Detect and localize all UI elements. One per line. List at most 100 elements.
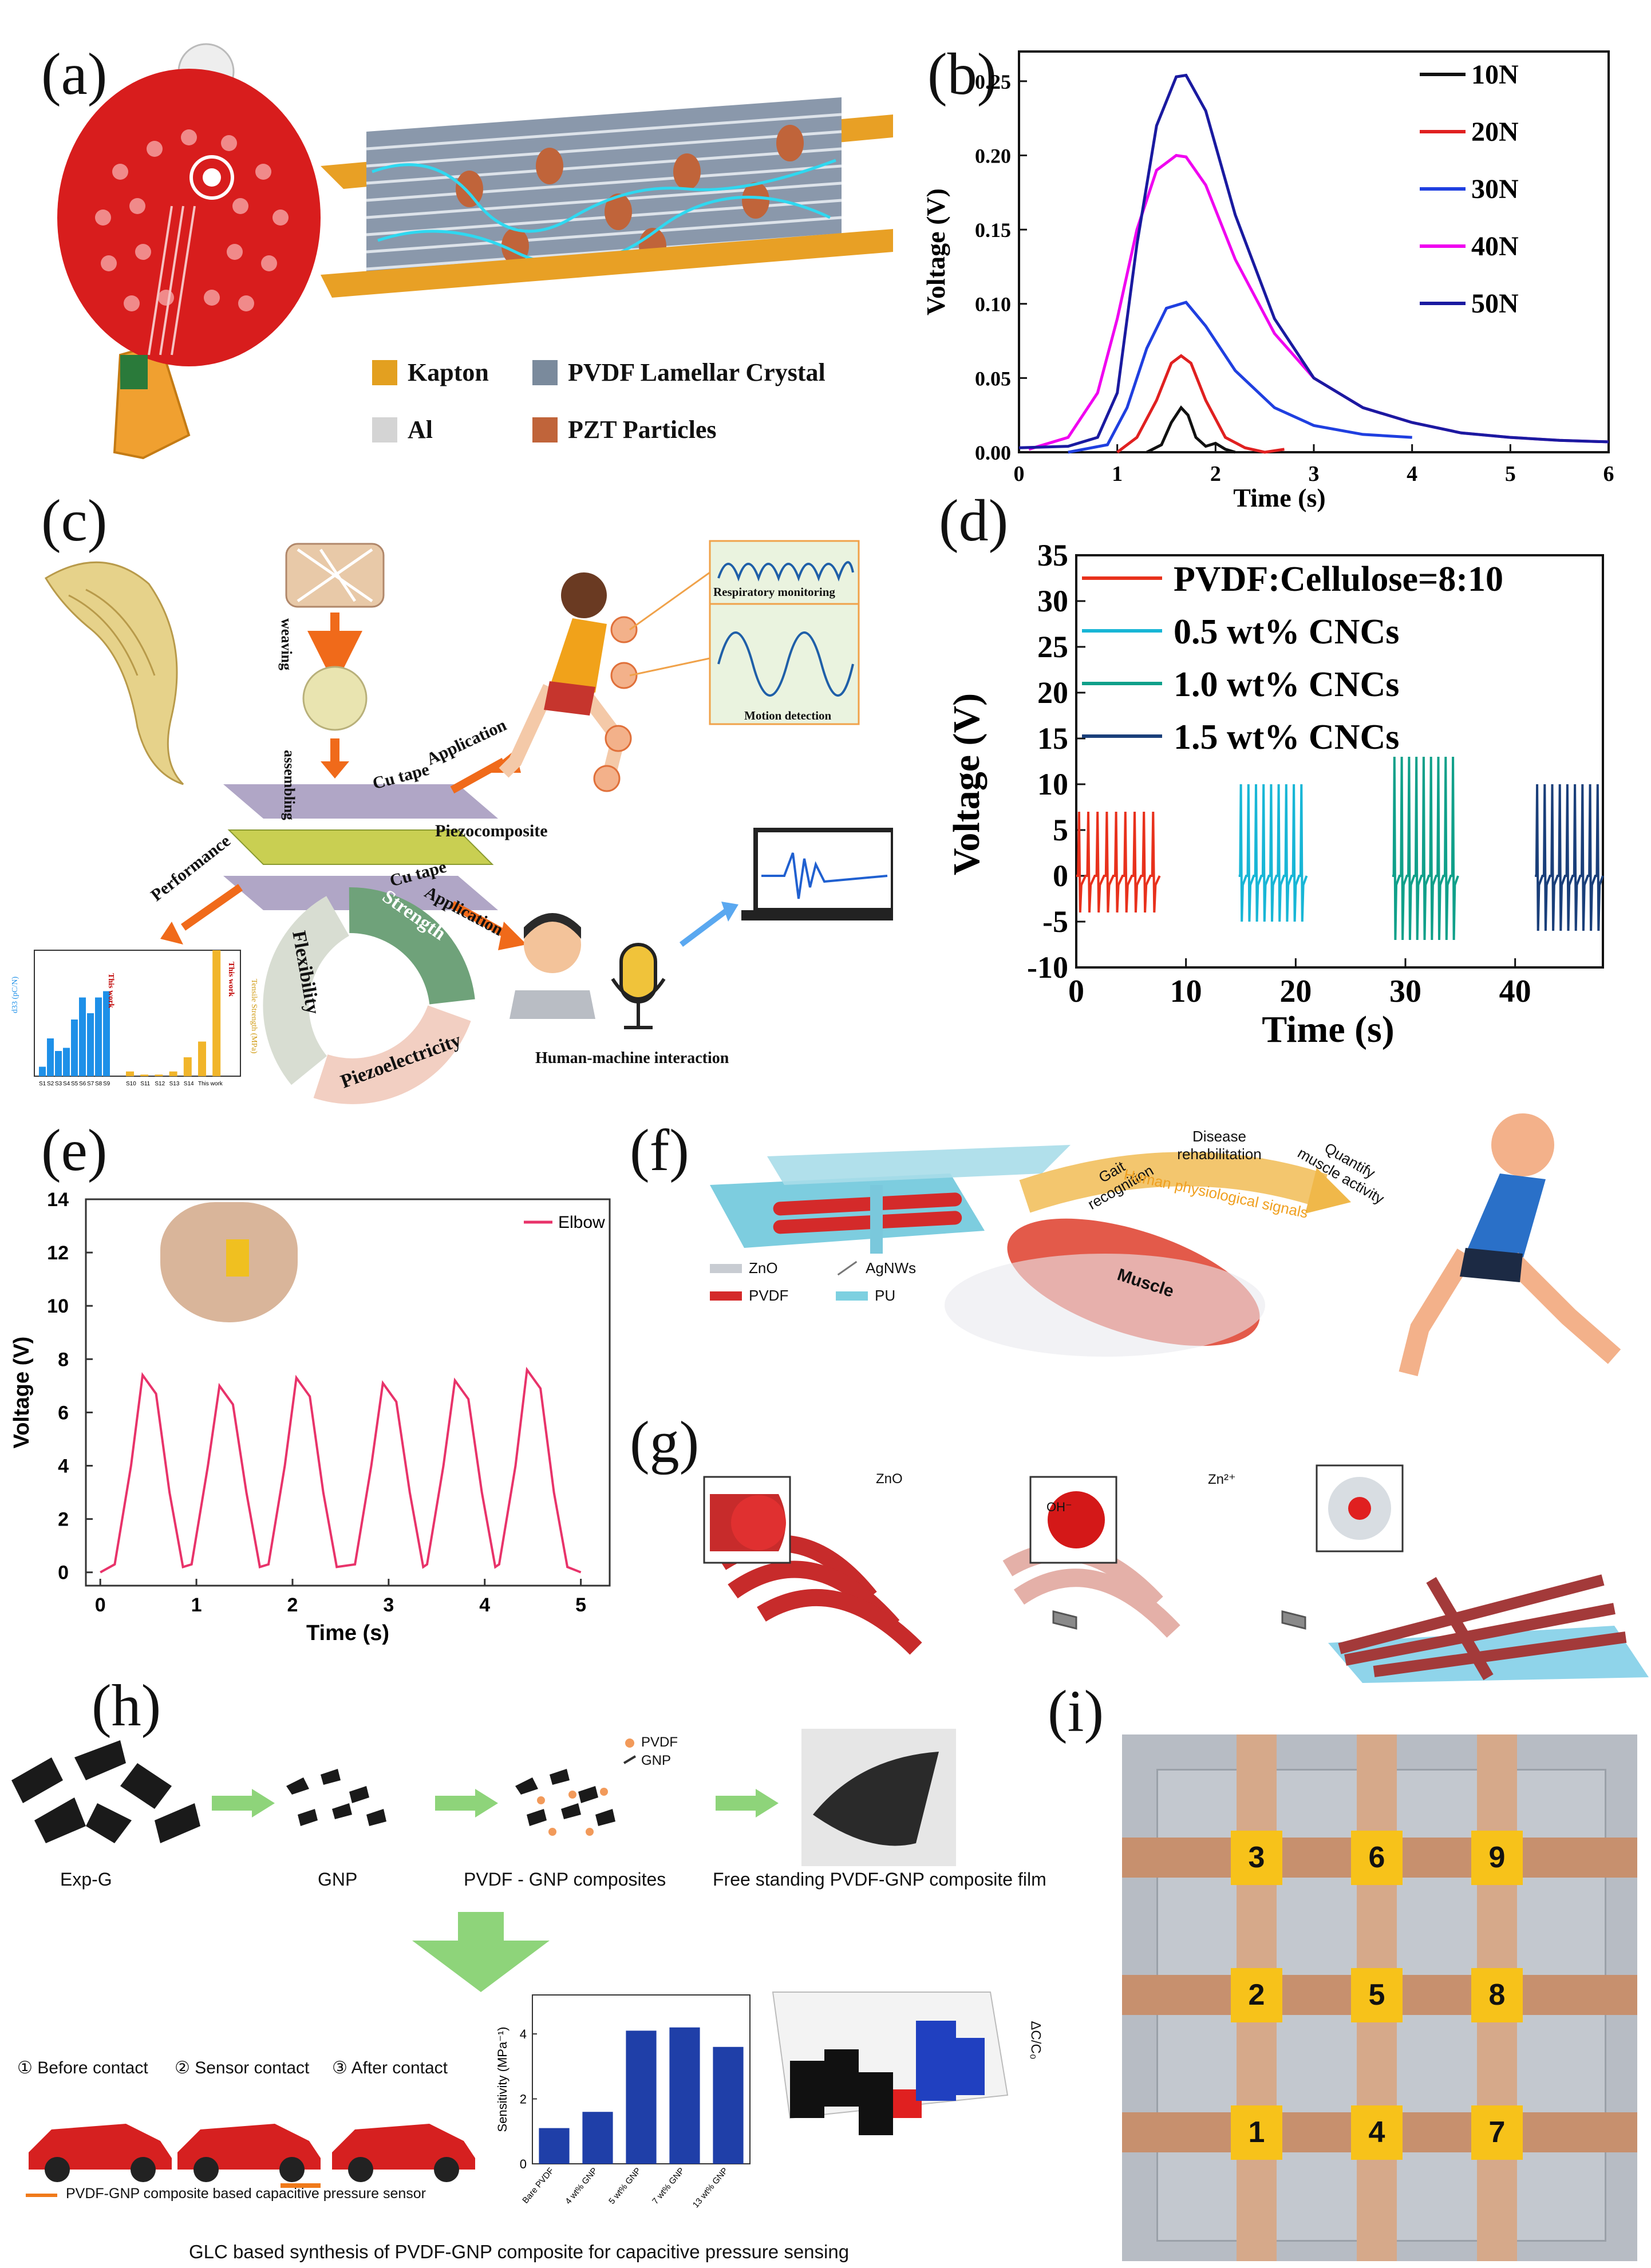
gnp-flakes <box>286 1769 386 1826</box>
exp-g-flakes <box>11 1740 200 1843</box>
car-after <box>332 2124 475 2182</box>
mini-plot-frame <box>34 950 241 1077</box>
category-label: S14 <box>184 1081 194 1087</box>
x-tick-label: 3 <box>383 1594 394 1616</box>
label-respiratory: Respiratory monitoring <box>713 585 835 599</box>
pvdf-lamellar-stack <box>366 97 842 286</box>
car-step-2: ② Sensor contact <box>175 2058 310 2077</box>
legend-item-pvdf-lamellar: PVDF Lamellar Crystal <box>532 358 826 387</box>
y-tick-label: 2 <box>520 2092 527 2107</box>
twisted-yarn <box>44 561 184 785</box>
category-label: S1 <box>39 1081 46 1087</box>
label-hmi: Human-machine interaction <box>535 1049 729 1067</box>
category-label: 13 wt% GNP <box>691 2166 730 2210</box>
x-tick-label: 4 <box>1407 462 1417 486</box>
panel-label-b: (b) <box>927 41 997 107</box>
cu-tape-top <box>223 784 498 819</box>
y-tick-label: 0.05 <box>975 367 1011 390</box>
label-assembling: assembling <box>281 750 298 820</box>
elbow-photo <box>160 1202 298 1322</box>
y-axis-label: Voltage (V) <box>10 1337 34 1449</box>
category-label: S4 <box>63 1081 70 1087</box>
ping-pong-paddle-illustration <box>57 43 893 460</box>
series-line-3 <box>1535 784 1604 931</box>
x-axis-label: Time (s) <box>1233 483 1325 512</box>
panel-f-legend: ZnO AgNWs PVDF PU <box>710 1259 950 1317</box>
category-label: S3 <box>55 1081 62 1087</box>
category-label: S5 <box>71 1081 78 1087</box>
panel-label-c: (c) <box>41 488 108 554</box>
y-axis-label: Sensitivity (MPa⁻¹) <box>495 2027 509 2132</box>
category-label: S7 <box>87 1081 94 1087</box>
panel-g: (g) ZnO Zn²⁺ OH⁻ <box>630 1408 1651 1683</box>
legend-label: 20N <box>1471 117 1519 147</box>
label-oh: OH⁻ <box>1046 1500 1072 1514</box>
series-line-20N <box>1116 354 1285 454</box>
sensitivity-bar <box>582 2112 613 2164</box>
x-tick-label: 5 <box>575 1594 586 1616</box>
panel-label-g: (g) <box>630 1409 700 1475</box>
plot-frame <box>1018 50 1610 453</box>
category-label: S2 <box>47 1081 54 1087</box>
y-tick-label: -5 <box>1042 904 1068 939</box>
zno-seeded-fibers-step2 <box>1002 1476 1180 1638</box>
legend-label: PVDF <box>749 1287 789 1304</box>
y-tick-label: 0.10 <box>975 293 1011 316</box>
x-tick-label: 10 <box>1170 974 1202 1009</box>
sensitivity-bar <box>713 2046 744 2164</box>
bar-d33 <box>39 1066 46 1076</box>
this-work-label: This work <box>227 962 235 997</box>
y-tick-label: 0 <box>58 1562 69 1584</box>
panel-g-illustration <box>703 1464 1649 1683</box>
y-tick-label: 12 <box>47 1242 69 1264</box>
legend-swatch <box>710 1263 742 1273</box>
respiratory-box <box>709 540 860 605</box>
x-tick-label: 5 <box>1505 462 1516 486</box>
this-work-label: This work <box>106 973 115 1008</box>
y-tick-label: -10 <box>1027 950 1068 985</box>
sensor-note: PVDF-GNP composite based capacitive pres… <box>66 2186 426 2202</box>
x-tick-label: 0 <box>1014 462 1025 486</box>
sensor-array-photo: 3 6 9 2 5 8 1 4 7 <box>1122 1734 1637 2261</box>
laptop-screen <box>753 828 893 912</box>
series-line-30N <box>1068 301 1412 454</box>
legend-label: 10N <box>1471 60 1519 90</box>
runner-f <box>1399 1113 1621 1377</box>
runner-figure <box>499 572 638 792</box>
category-label: S13 <box>169 1081 180 1087</box>
y-tick-label: 30 <box>1037 584 1068 618</box>
bar-tensile <box>155 1074 163 1076</box>
bar-d33 <box>71 1020 78 1076</box>
legend-label: 30N <box>1471 174 1519 204</box>
property-cycle <box>263 887 475 1104</box>
y-tick-label: 0.20 <box>975 144 1011 167</box>
category-label: S11 <box>140 1081 150 1087</box>
plot-frame <box>85 1198 611 1587</box>
panel-f: (f) ZnO AgNWs PVDF PU Gait recognition D… <box>630 1111 1651 1408</box>
legend-pvdf: PVDF <box>641 1734 678 1750</box>
car-step-3: ③ After contact <box>332 2058 448 2077</box>
y-tick-label: 0.25 <box>975 70 1011 93</box>
legend-label: ZnO <box>749 1259 778 1277</box>
y-tick-label: 0 <box>520 2157 527 2171</box>
panel-label-h: (h) <box>92 1673 161 1738</box>
legend-swatch <box>372 417 397 442</box>
panel-label-a: (a) <box>41 41 108 107</box>
legend-label: PVDF Lamellar Crystal <box>568 358 826 386</box>
series-line-40N <box>1028 153 1609 451</box>
x-tick-label: 4 <box>479 1594 490 1616</box>
legend-label: PZT Particles <box>568 416 717 444</box>
label-zno: ZnO <box>876 1471 903 1487</box>
car-step-1: ① Before contact <box>17 2058 148 2077</box>
sensor-layers <box>710 1145 1071 1254</box>
category-label: Bare PVDF <box>520 2166 556 2206</box>
composite-mix <box>515 1738 637 1836</box>
pzt-particles <box>456 125 804 264</box>
y-tick-label: 0.15 <box>975 219 1011 242</box>
y-tick-label: 0.00 <box>975 441 1011 464</box>
legend-label: Elbow <box>558 1213 605 1232</box>
legend-label: 50N <box>1471 289 1519 319</box>
